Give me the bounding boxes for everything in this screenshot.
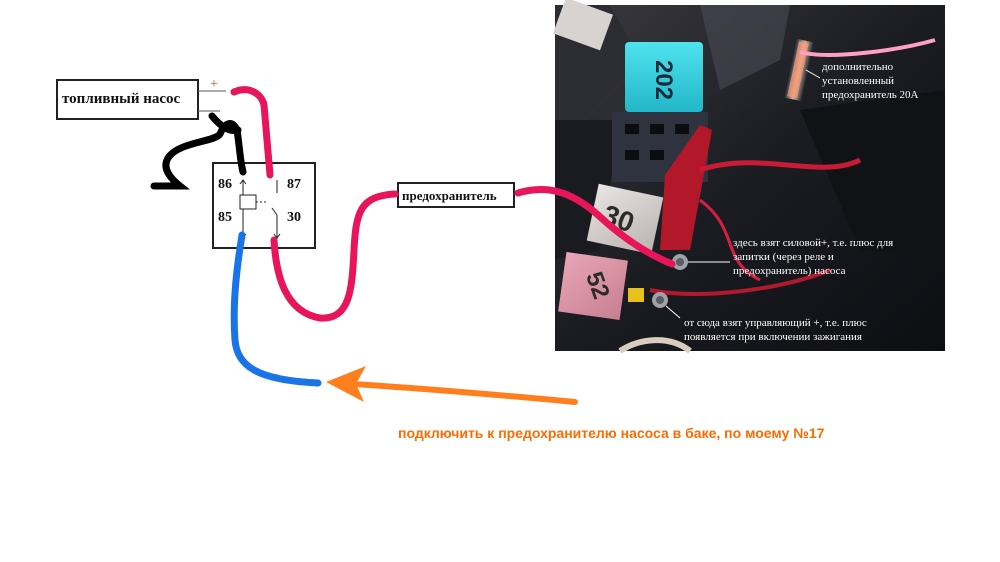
relay-pin-87: 87	[287, 177, 301, 192]
control-bolt	[652, 292, 668, 308]
note-control-plus: от сюда взят управляющий +, т.е. плюс по…	[684, 317, 869, 343]
relay-pin-85: 85	[218, 210, 232, 225]
ground-wire	[150, 120, 247, 190]
orange-arrow	[326, 366, 578, 405]
note-added-fuse: дополнительно установленный предохраните…	[822, 61, 919, 101]
control-wire	[230, 231, 322, 387]
pump-positive-wire	[230, 86, 274, 179]
fuel-pump-box: топливный насос	[56, 79, 199, 120]
fuse-box-label: предохранитель	[402, 188, 497, 203]
engine-bay-photo: 202 30 52	[553, 0, 945, 354]
fuse-202: 202	[625, 42, 703, 112]
fuse-52: 52	[558, 251, 628, 321]
relay-to-fuse-wire	[270, 190, 399, 322]
plus-sign: +	[210, 77, 218, 92]
instruction-text: подключить к предохранителю насоса в бак…	[398, 425, 825, 441]
relay-pin-86: 86	[218, 177, 232, 192]
fuse-202-label: 202	[650, 60, 677, 100]
note-power-plus: здесь взят силовой+, т.е. плюс для запит…	[733, 237, 896, 277]
fuse-box: предохранитель	[397, 182, 515, 208]
relay-pin-30: 30	[287, 210, 301, 225]
power-bolt	[672, 254, 688, 270]
fuel-pump-label: топливный насос	[62, 91, 181, 107]
fuse-to-photo-wire	[514, 186, 676, 268]
relay-box: 86 87 85 30	[212, 162, 316, 249]
fuse-30-top	[553, 0, 613, 51]
